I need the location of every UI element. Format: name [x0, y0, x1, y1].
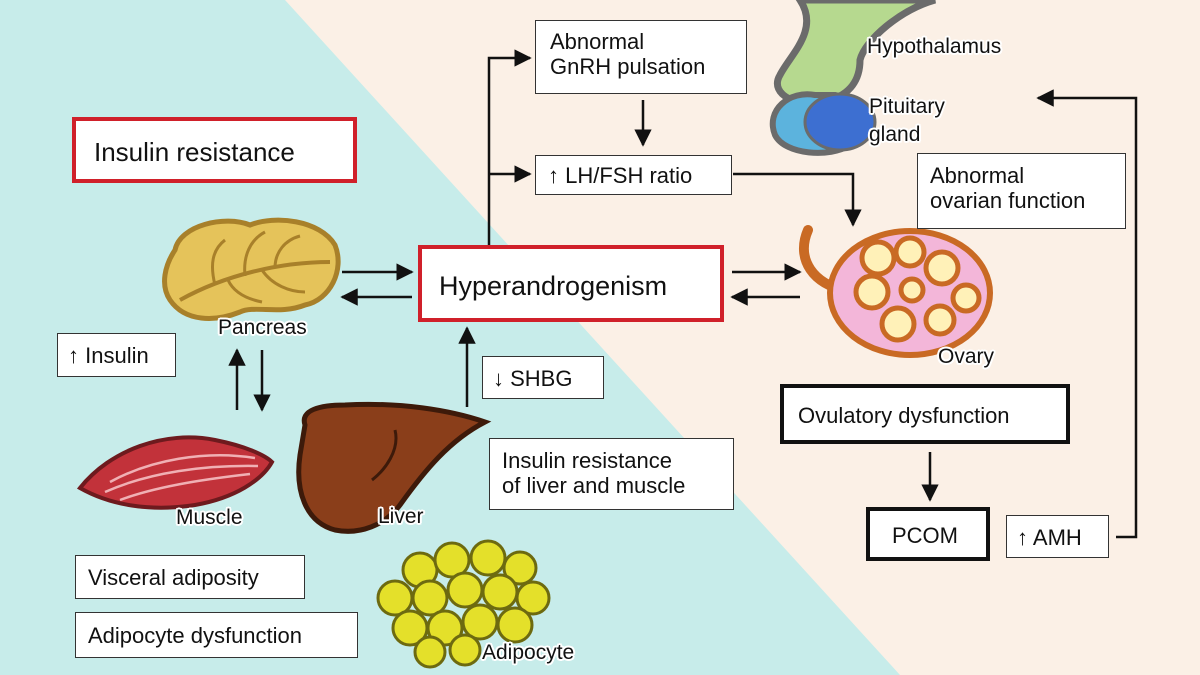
insulin-resistance-box: Insulin resistance [72, 117, 357, 183]
adipocyte-illustration [376, 539, 551, 669]
ir-liver-muscle-box: Insulin resistance of liver and muscle [489, 438, 734, 510]
abnormal-ovarian-function-line1: Abnormal [930, 163, 1025, 188]
ir-liver-muscle-line2: of liver and muscle [502, 473, 686, 499]
ovulatory-dysfunction-label: Ovulatory dysfunction [798, 403, 1010, 428]
adipocyte-dysfunction-label: Adipocyte dysfunction [88, 623, 303, 648]
hypothalamus-label: Hypothalamus [867, 35, 1002, 58]
abnormal-gnrh-box: Abnormal GnRH pulsation [535, 20, 747, 94]
ovary-label: Ovary [938, 345, 995, 368]
pituitary-label-line1: Pituitary [869, 95, 945, 118]
pancreas-label: Pancreas [218, 316, 307, 339]
decreased-shbg-box: ↓ SHBG [482, 356, 604, 399]
ovulatory-dysfunction-box: Ovulatory dysfunction [780, 384, 1070, 444]
pcom-label: PCOM [892, 523, 958, 548]
hypothalamus-pituitary-illustration [769, 0, 937, 156]
decreased-shbg-label: ↓ SHBG [493, 366, 573, 391]
hyperandrogenism-box: Hyperandrogenism [418, 245, 724, 322]
visceral-adiposity-label: Visceral adiposity [88, 565, 259, 590]
lh-fsh-ratio-label: ↑ LH/FSH ratio [548, 163, 693, 188]
increased-insulin-box: ↑ Insulin [57, 333, 176, 377]
arrow-amh-to-hypothalamus [1036, 89, 1138, 539]
arrow-lhfsh-to-ovary [733, 172, 862, 227]
pancreas-illustration [162, 217, 341, 321]
arrow-hyperandrogenism-to-gnrh [487, 49, 532, 245]
adipocyte-label: Adipocyte [482, 641, 575, 664]
pituitary-label-line2: gland [869, 123, 921, 146]
insulin-resistance-label: Insulin resistance [94, 137, 295, 167]
ir-liver-muscle-line1: Insulin resistance [502, 448, 672, 473]
increased-amh-label: ↑ AMH [1017, 525, 1082, 550]
increased-insulin-label: ↑ Insulin [68, 343, 149, 368]
liver-label: Liver [378, 505, 424, 528]
ovary-illustration [798, 225, 993, 358]
connectors [228, 49, 1138, 539]
muscle-illustration [76, 435, 275, 510]
abnormal-ovarian-function-line2: ovarian function [930, 188, 1086, 214]
liver-illustration [296, 401, 492, 534]
visceral-adiposity-box: Visceral adiposity [75, 555, 305, 599]
abnormal-ovarian-function-box: Abnormal ovarian function [917, 153, 1126, 229]
lh-fsh-ratio-box: ↑ LH/FSH ratio [535, 155, 732, 195]
adipocyte-dysfunction-box: Adipocyte dysfunction [75, 612, 358, 658]
increased-amh-box: ↑ AMH [1006, 515, 1109, 558]
abnormal-gnrh-line2: GnRH pulsation [550, 54, 706, 80]
pcom-box: PCOM [866, 507, 990, 561]
hyperandrogenism-label: Hyperandrogenism [439, 271, 668, 301]
abnormal-gnrh-line1: Abnormal [550, 29, 645, 54]
muscle-label: Muscle [176, 506, 243, 529]
